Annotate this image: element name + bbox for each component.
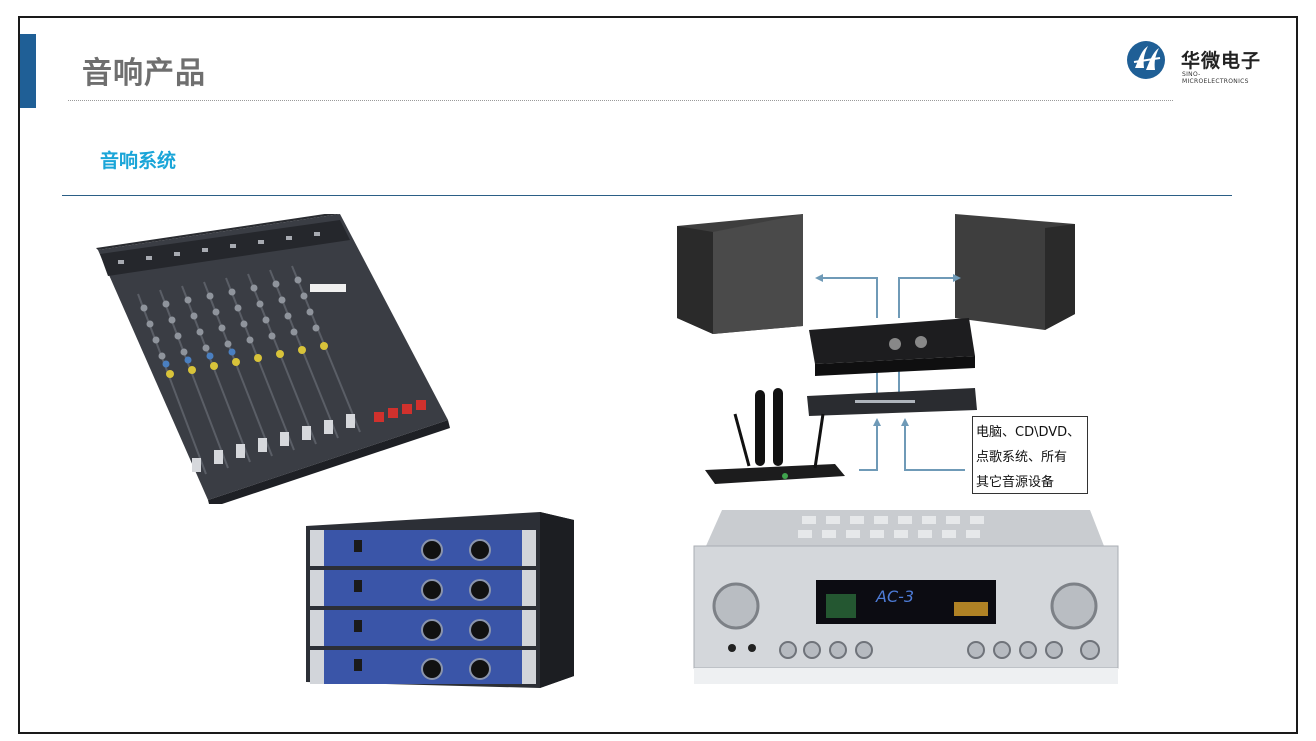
section-title: 音响系统 <box>100 150 177 172</box>
av-receiver-image: AC-3 <box>693 510 1119 684</box>
audio-source-label: 电脑、CD\DVD、 点歌系统、所有 其它音源设备 <box>972 416 1088 494</box>
title-divider <box>68 100 1173 101</box>
source-label-line: 其它音源设备 <box>976 475 1055 490</box>
title-accent-bar <box>20 34 36 108</box>
system-diagram-image <box>677 214 1075 484</box>
mixer-image <box>96 214 450 504</box>
source-label-line: 点歌系统、所有 <box>976 450 1068 465</box>
page-title: 音响产品 <box>82 56 206 91</box>
company-logo: 华微电子 SINO-MICROELECTRONICS <box>1126 38 1266 86</box>
company-logo-icon <box>1127 41 1165 79</box>
logo-name-en: SINO-MICROELECTRONICS <box>1182 71 1249 85</box>
slide: 音响产品 华微电子 SINO-MICROELECTRONICS 音响系统 <box>18 16 1298 734</box>
source-label-line: 电脑、CD\DVD、 <box>976 425 1081 440</box>
power-amplifier-stack-image <box>306 512 574 688</box>
receiver-display-text: AC-3 <box>875 587 914 606</box>
section-divider <box>62 195 1232 196</box>
logo-name-cn: 华微电子 <box>1181 50 1262 72</box>
